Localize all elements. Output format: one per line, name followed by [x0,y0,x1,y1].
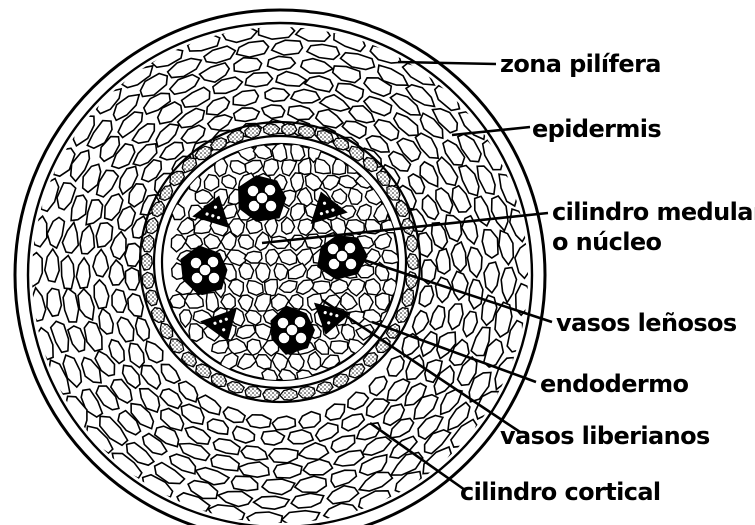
xylem-vessel [336,250,348,262]
endodermis-cell [282,124,297,136]
xylem-vessel [199,264,211,276]
cortex-cell [291,89,320,103]
pith-cell [238,235,253,249]
xylem-vessel [256,192,268,204]
cortex-cell [125,243,141,266]
endodermis-cell [143,272,155,288]
label-cilindro-medular-line2: o núcleo [552,228,662,256]
label-vasos-liberianos: vasos liberianos [500,422,710,450]
label-vasos-lenosos: vasos leñosos [556,309,737,337]
xylem-vessel [286,324,298,336]
cortex-cell [47,288,62,316]
endodermis-cell [263,389,279,401]
endodermis-cell [407,254,419,270]
cortex-cell [112,289,127,312]
label-cilindro-medular-line1: cilindro medular [552,198,755,226]
cortex-cell [274,463,302,478]
label-zona-pilifera: zona pilífera [500,50,661,78]
pith-cell [376,293,390,310]
endodermis-cell [245,387,261,398]
cortex-cell [436,249,450,274]
label-cilindro-cortical: cilindro cortical [460,478,661,506]
cortex-cell [265,88,289,101]
cortex-cell [269,449,298,463]
endodermis-cell [141,253,152,270]
cortex-cell [126,268,140,290]
label-endodermo: endodermo [540,370,689,398]
endodermis-cell [406,235,417,252]
cortex-cell [268,56,296,70]
pith-cell [189,324,203,342]
pith-cell [330,341,348,354]
label-epidermis: epidermis [532,115,661,143]
endodermis-cell [298,386,315,398]
